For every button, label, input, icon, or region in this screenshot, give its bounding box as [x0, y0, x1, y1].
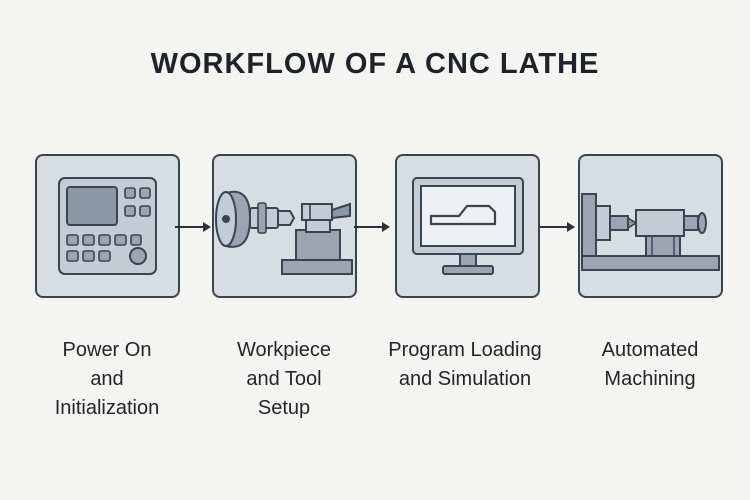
lathe-machining-icon [581, 193, 720, 271]
arrow-icon [175, 222, 211, 232]
control-panel-icon [58, 177, 157, 275]
arrow-icon [354, 222, 390, 232]
step-card-automated-machining [578, 154, 723, 298]
step-card-program-loading [395, 154, 540, 298]
step-card-power-on [35, 154, 180, 298]
step-label-automated-machining: Automated Machining [601, 339, 699, 390]
step-label-program-loading: Program Loading and Simulation [388, 339, 542, 390]
monitor-icon [412, 177, 524, 275]
arrow-icon [539, 222, 575, 232]
step-label-power-on: Power On and Initialization [54, 339, 160, 419]
page-title: WORKFLOW OF A CNC LATHE [150, 48, 600, 80]
chuck-tool-icon [215, 190, 353, 275]
step-card-workpiece-setup [212, 154, 357, 298]
step-label-workpiece-setup: Workpiece and Tool Setup [236, 339, 332, 419]
